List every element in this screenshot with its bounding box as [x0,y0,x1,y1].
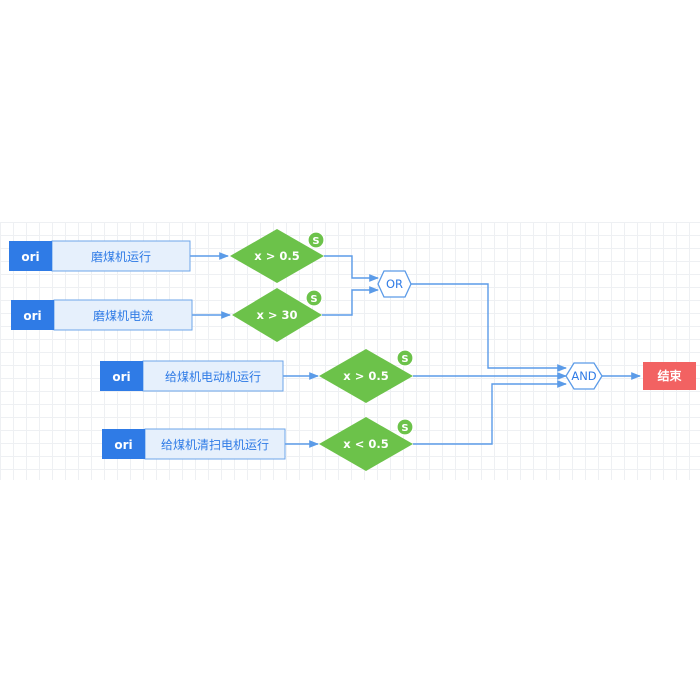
badge-label: S [310,294,317,305]
condition-node-2[interactable]: x > 30 S [232,288,323,342]
and-gate-label: AND [571,369,596,383]
source-node-1[interactable]: ori 磨煤机运行 [9,240,191,272]
source-label: 给煤机清扫电机运行 [161,438,269,452]
source-tag: ori [114,438,132,452]
source-node-2[interactable]: ori 磨煤机电流 [11,299,193,331]
edge-cond4-to-and [413,380,567,445]
edge-cond1-to-or [324,255,379,282]
badge-icon [307,231,325,249]
end-label: 结束 [657,368,682,383]
badge-icon [396,349,414,367]
source-label: 磨煤机运行 [91,250,151,264]
condition-text: x > 30 [256,308,297,322]
source-node-4[interactable]: ori 给煤机清扫电机运行 [102,428,286,460]
edge-cond2-to-or [322,286,379,316]
condition-text: x > 0.5 [254,249,299,263]
and-gate[interactable]: AND [565,362,603,390]
source-label: 给煤机电动机运行 [165,370,261,384]
edge-or-to-and [411,283,567,372]
source-tag: ori [21,250,39,264]
condition-node-3[interactable]: x > 0.5 S [319,349,414,403]
or-gate-label: OR [386,277,403,291]
badge-icon [396,418,414,436]
or-gate[interactable]: OR [377,270,412,298]
source-node-3[interactable]: ori 给煤机电动机运行 [100,360,284,392]
end-node[interactable]: 结束 [643,362,696,390]
condition-text: x < 0.5 [343,437,388,451]
source-tag: ori [23,309,41,323]
badge-label: S [401,354,408,365]
badge-icon [305,289,323,307]
edges [190,252,641,448]
source-label: 磨煤机电流 [93,309,153,323]
badge-label: S [312,236,319,247]
condition-text: x > 0.5 [343,369,388,383]
badge-label: S [401,423,408,434]
source-tag: ori [112,370,130,384]
condition-node-1[interactable]: x > 0.5 S [230,229,325,283]
condition-node-4[interactable]: x < 0.5 S [319,417,414,471]
